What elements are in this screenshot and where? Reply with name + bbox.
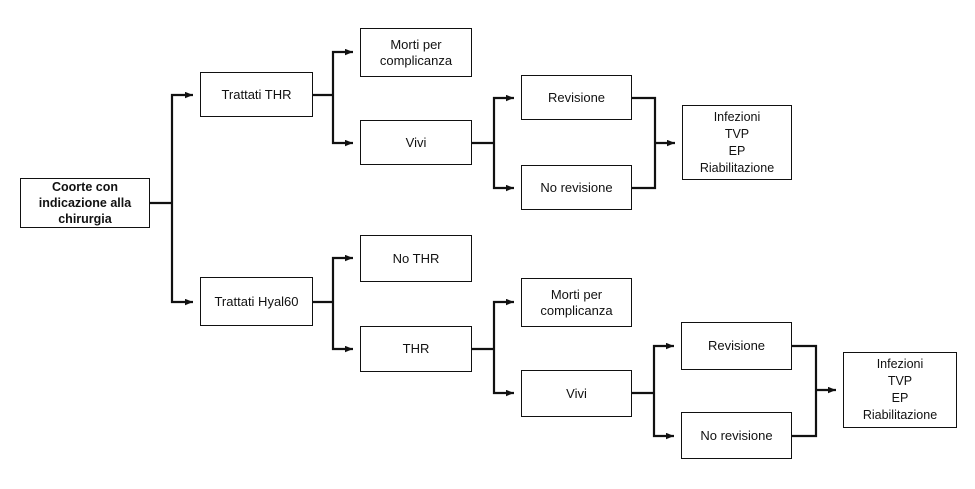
- edge-vivi-low-to-norevisione: [652, 393, 674, 440]
- node-label: THR: [402, 341, 430, 356]
- node-revisione-upper[interactable]: Revisione: [521, 75, 632, 120]
- edge-root-to-thr: [170, 91, 193, 203]
- node-outcome-lower[interactable]: Infezioni TVP EP Riabilitazione: [843, 352, 957, 428]
- node-label: Trattati Hyal60: [214, 293, 299, 309]
- node-label: Trattati THR: [221, 86, 292, 102]
- node-label: Infezioni TVP EP Riabilitazione: [862, 357, 938, 422]
- node-label: No revisione: [700, 427, 773, 443]
- node-label: Revisione: [547, 89, 606, 105]
- node-no-thr[interactable]: No THR: [360, 235, 472, 282]
- node-morti-per-complicanza-upper[interactable]: Morti per complicanza: [360, 28, 472, 77]
- node-label: Coorte con indicazione alla chirurgia: [38, 180, 132, 226]
- node-label: No THR: [392, 250, 440, 266]
- edge-hyal-to-nothr: [331, 254, 353, 302]
- node-no-revisione-lower[interactable]: No revisione: [681, 412, 792, 459]
- node-no-revisione-upper[interactable]: No revisione: [521, 165, 632, 210]
- node-vivi-lower[interactable]: Vivi: [521, 370, 632, 417]
- node-trattati-hyal60[interactable]: Trattati Hyal60: [200, 277, 313, 326]
- edge-revisione-low-merge: [792, 344, 818, 390]
- edge-revisione-merge: [632, 96, 657, 143]
- node-revisione-lower[interactable]: Revisione: [681, 322, 792, 370]
- node-label: Morti per complicanza: [379, 36, 453, 68]
- node-outcome-upper[interactable]: Infezioni TVP EP Riabilitazione: [682, 105, 792, 180]
- edge-vivi-low-to-revisione: [652, 342, 674, 393]
- node-thr-lower[interactable]: THR: [360, 326, 472, 372]
- edge-root-to-hyal: [170, 203, 193, 306]
- node-label: Vivi: [405, 134, 427, 150]
- edge-hyal-to-thr2: [331, 302, 353, 353]
- edge-vivi-to-revisione: [492, 94, 514, 143]
- node-label: Revisione: [707, 338, 766, 353]
- node-root-cohort[interactable]: Coorte con indicazione alla chirurgia: [20, 178, 150, 228]
- edge-thr-to-vivi: [331, 95, 353, 147]
- edge-norevisione-low-merge: [792, 390, 818, 438]
- node-label: Vivi: [566, 385, 587, 401]
- node-trattati-thr[interactable]: Trattati THR: [200, 72, 313, 117]
- edge-thr2-to-morti: [492, 298, 514, 349]
- edge-thr-to-morti: [331, 48, 353, 95]
- edge-vivi-to-norevisione: [492, 143, 514, 192]
- node-label: Morti per complicanza: [540, 286, 613, 318]
- edge-thr2-to-vivi: [492, 349, 514, 397]
- edge-norevisione-merge: [632, 143, 657, 190]
- node-vivi-upper[interactable]: Vivi: [360, 120, 472, 165]
- node-label: No revisione: [540, 179, 613, 195]
- node-morti-per-complicanza-lower[interactable]: Morti per complicanza: [521, 278, 632, 327]
- node-label: Infezioni TVP EP Riabilitazione: [699, 109, 775, 175]
